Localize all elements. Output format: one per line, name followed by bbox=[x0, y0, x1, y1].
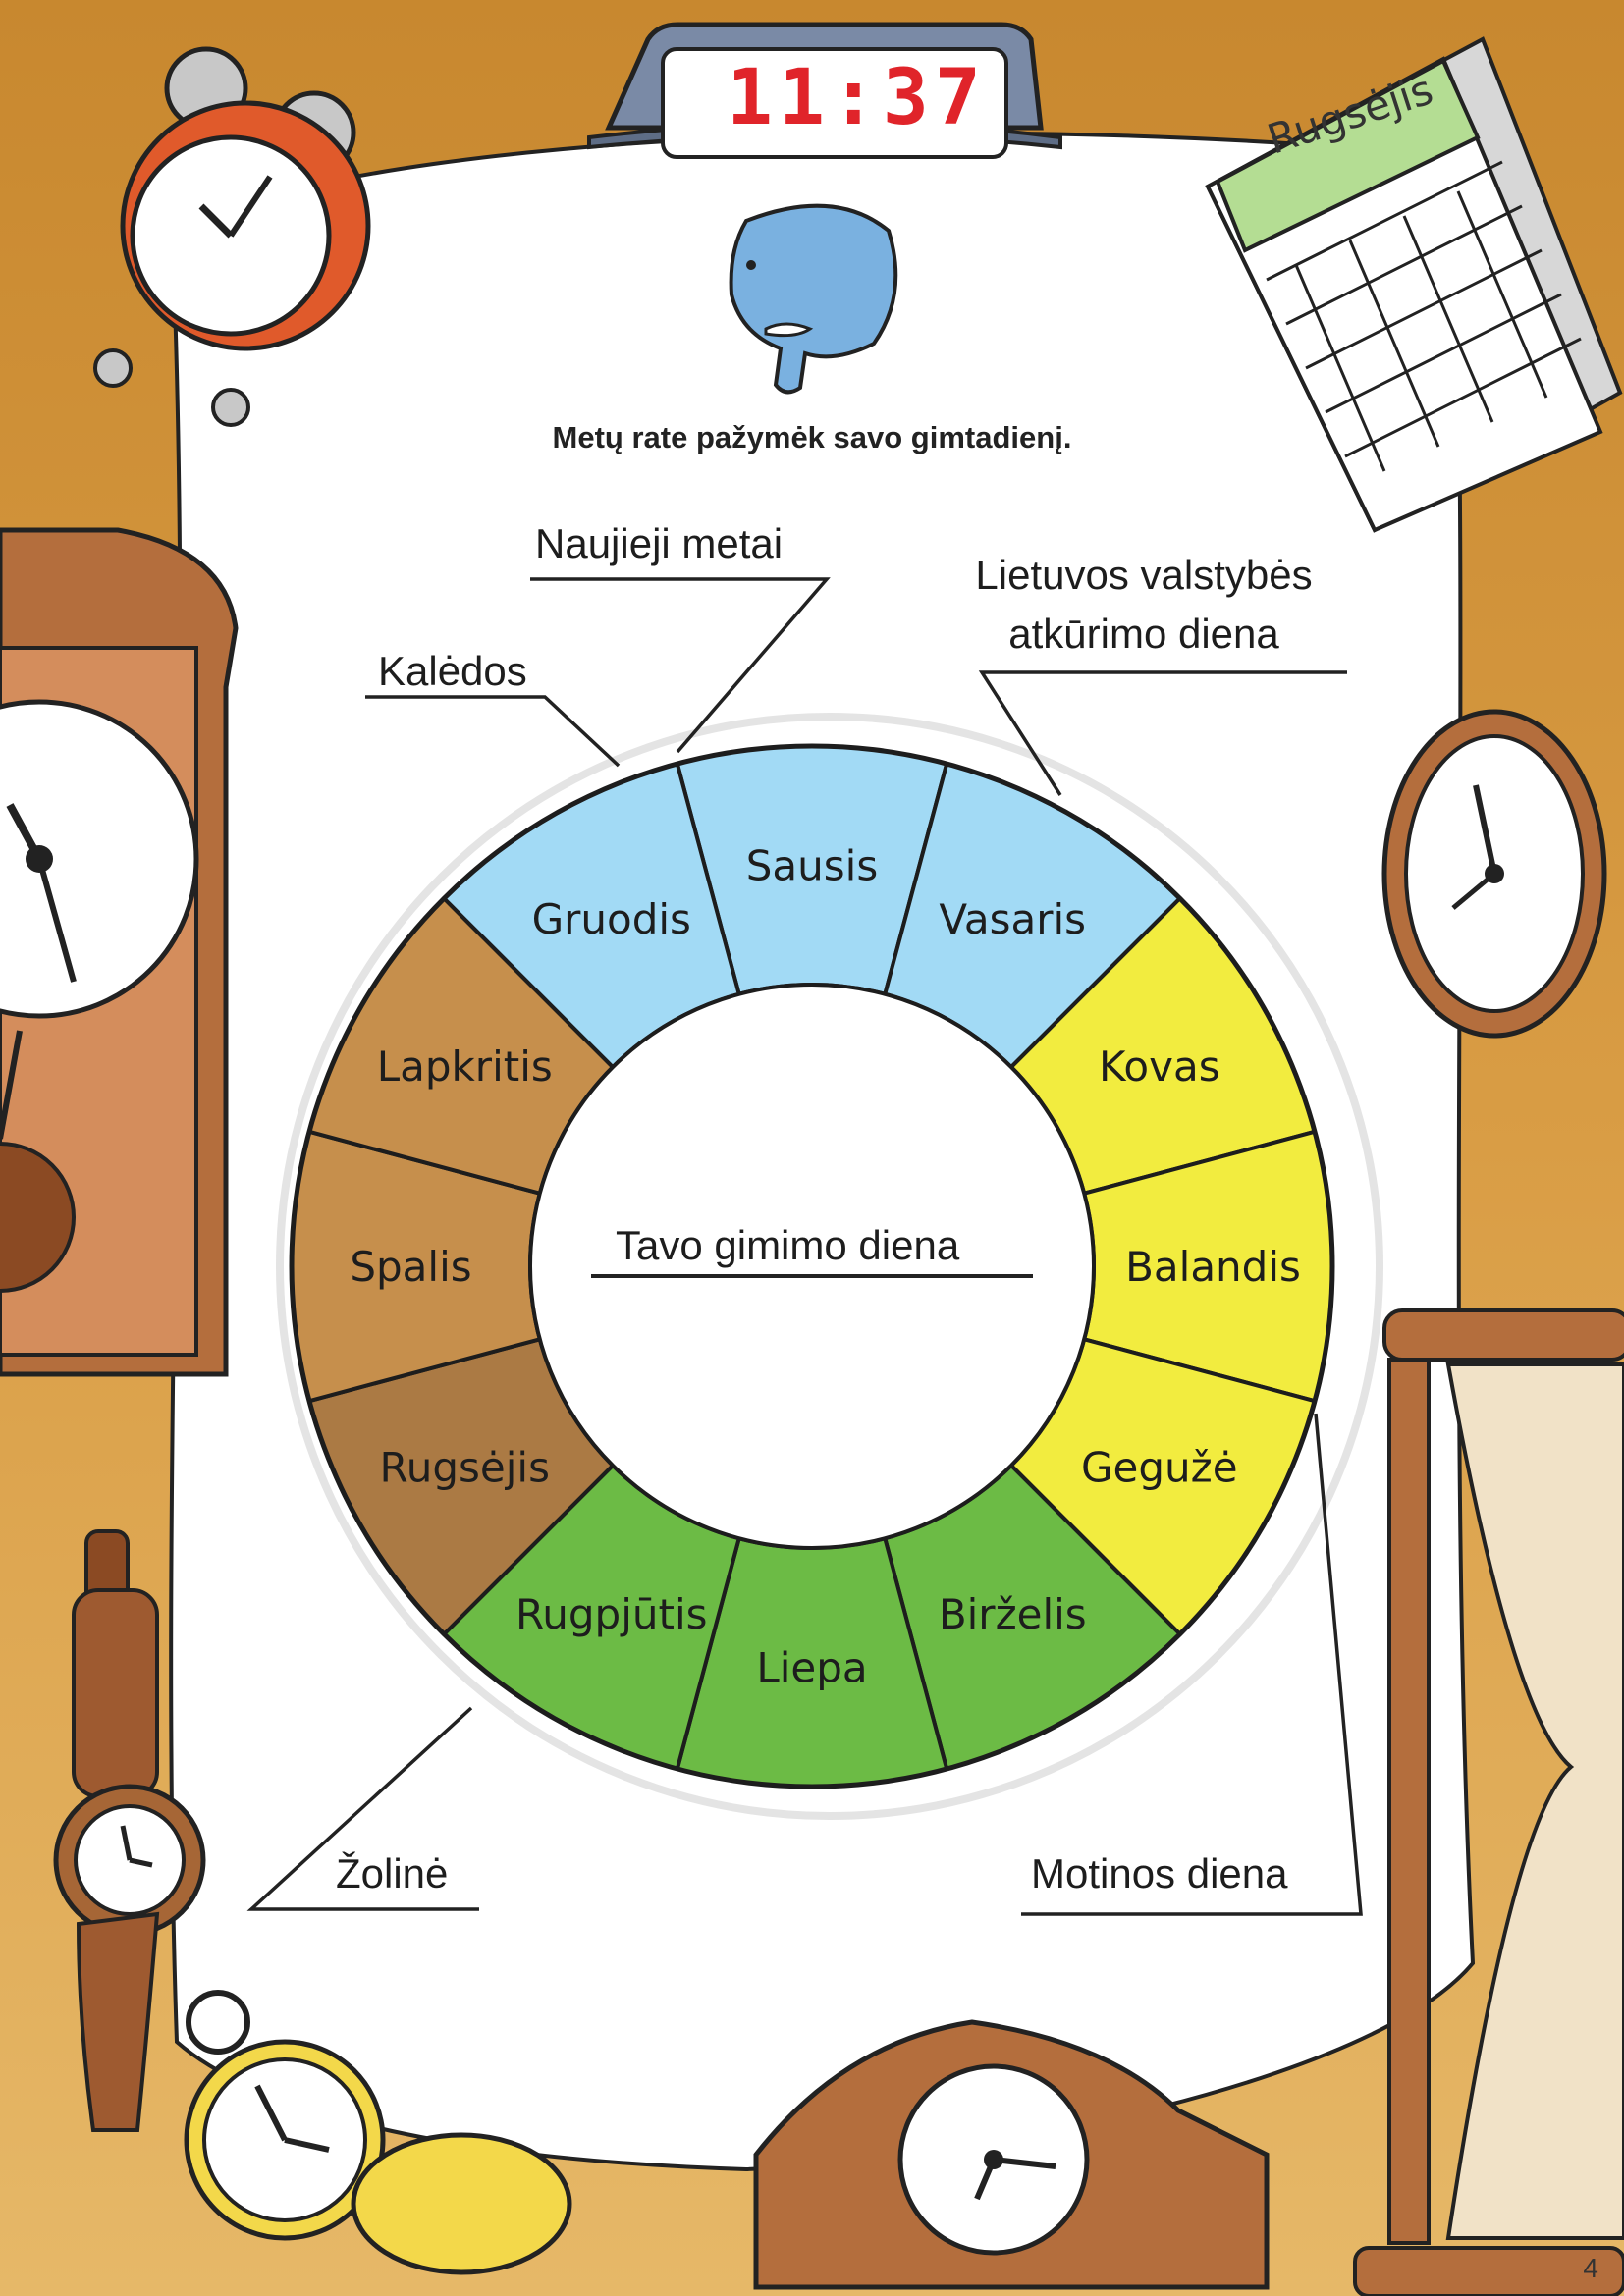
wall-clock-icon bbox=[1381, 709, 1607, 1039]
month-label-11: Lapkritis bbox=[377, 1042, 553, 1091]
pocket-watch-icon bbox=[184, 1990, 572, 2275]
month-label-3: Kovas bbox=[1099, 1042, 1220, 1091]
alarm-clock-icon bbox=[93, 46, 371, 427]
label-motinos-diena: Motinos diena bbox=[1031, 1850, 1288, 1896]
wrist-watch-icon bbox=[53, 1529, 206, 2132]
wheel-outline bbox=[289, 743, 1335, 1789]
digital-clock-icon bbox=[587, 22, 1062, 159]
month-label-12: Gruodis bbox=[532, 895, 691, 943]
label-atkurimo-line1: Lietuvos valstybės bbox=[975, 552, 1313, 598]
elephant-icon bbox=[729, 203, 898, 395]
center-label: Tavo gimimo diena bbox=[616, 1222, 960, 1268]
month-label-6: Birželis bbox=[939, 1590, 1087, 1638]
instruction-text: Metų rate pažymėk savo gimtadienį. bbox=[552, 420, 1072, 454]
month-label-9: Rugsėjis bbox=[379, 1443, 550, 1491]
month-label-7: Liepa bbox=[756, 1644, 867, 1692]
month-label-2: Vasaris bbox=[939, 895, 1086, 943]
mantel-clock-icon bbox=[753, 2019, 1270, 2290]
label-zoline: Žolinė bbox=[336, 1850, 449, 1896]
calendar-icon bbox=[1205, 36, 1623, 533]
year-wheel: SausisVasarisKovasBalandisGegužėBirželis… bbox=[289, 743, 1335, 1789]
label-kaledos: Kalėdos bbox=[378, 648, 527, 694]
digital-clock-display: 11:37 bbox=[727, 54, 987, 142]
month-label-5: Gegužė bbox=[1081, 1443, 1238, 1491]
callout-lines bbox=[246, 577, 1363, 1916]
month-label-8: Rugpjūtis bbox=[515, 1590, 708, 1638]
hourglass-icon bbox=[1353, 1308, 1624, 2296]
label-atkurimo-line2: atkūrimo diena bbox=[1008, 611, 1279, 657]
month-label-1: Sausis bbox=[746, 842, 878, 890]
page-number: 4 bbox=[1583, 2253, 1598, 2283]
wheel-center[interactable] bbox=[528, 983, 1096, 1550]
label-naujieji-metai: Naujieji metai bbox=[535, 520, 784, 566]
grandfather-clock-icon bbox=[0, 527, 239, 1377]
month-label-10: Spalis bbox=[350, 1243, 471, 1291]
month-label-4: Balandis bbox=[1125, 1243, 1301, 1291]
